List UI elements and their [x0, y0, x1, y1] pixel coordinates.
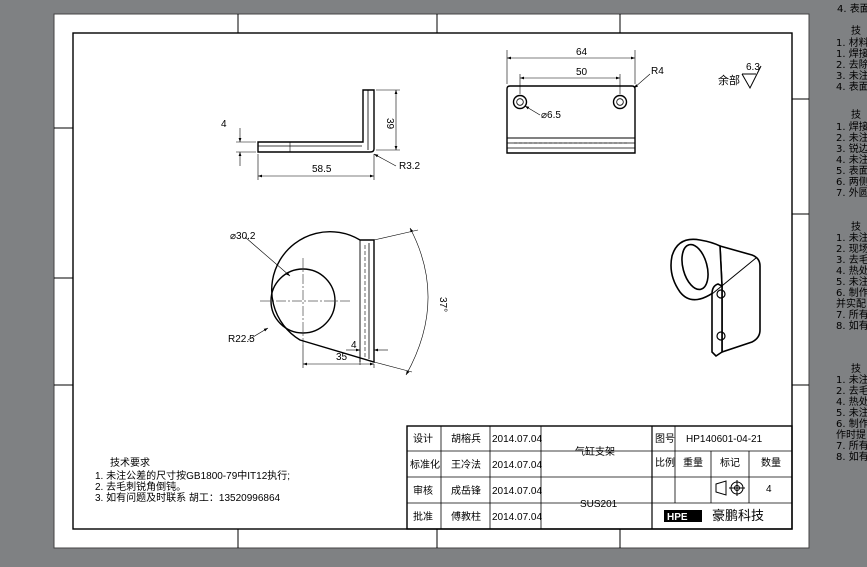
cut-g3-0: 技	[851, 220, 861, 233]
cut-g3-3: 3. 去毛	[836, 254, 867, 266]
cut-g2-3: 3. 锐边	[836, 142, 867, 155]
row-4-role: 批准	[413, 510, 433, 523]
cut-g4-5: 6. 制作	[836, 417, 867, 430]
company-logo: HPE	[664, 510, 702, 523]
dim-angle: 37°	[437, 297, 448, 312]
cut-g3-1: 1. 未注	[836, 231, 867, 244]
cut-g2-6: 6. 两侧	[836, 175, 867, 188]
dim-hole-diameter: ⌀6.5	[541, 110, 561, 121]
row-4-date: 2014.07.04	[492, 512, 542, 523]
dim-bend-radius: R3.2	[399, 161, 421, 172]
row-1-date: 2014.07.04	[492, 434, 542, 445]
cut-g3-8: 7. 所有	[836, 308, 867, 321]
row-3-role: 审核	[413, 484, 433, 497]
row-3-date: 2014.07.04	[492, 486, 542, 497]
quantity-value: 4	[766, 484, 772, 495]
cut-g4-7: 7. 所有	[836, 439, 867, 452]
material: SUS201	[580, 499, 618, 510]
dim-hole-spacing: 50	[576, 67, 588, 78]
cut-g4-6: 作时提	[836, 429, 866, 441]
title-block	[406, 425, 793, 530]
cut-g4-8: 8. 如有	[836, 450, 867, 463]
dim-flange-thickness: 4	[221, 119, 227, 130]
cut-g3-5: 5. 未注	[836, 275, 867, 288]
cut-g4-1: 1. 未注	[836, 373, 867, 386]
cut-g1-5: 4. 表面	[836, 80, 867, 93]
cut-g3-2: 2. 现场	[836, 242, 867, 255]
isometric-view	[670, 238, 761, 358]
cut-g4-4: 5. 未注	[836, 406, 867, 419]
cut-g1-1: 1. 材料	[836, 36, 867, 49]
row-2-date: 2014.07.04	[492, 460, 542, 471]
requirement-item-3: 3. 如有问题及时联系 胡工：13520996864	[95, 491, 281, 504]
cut-g2-4: 4. 未注	[836, 153, 867, 166]
roughness-symbol	[741, 65, 762, 90]
cut-g3-6: 6. 制作	[836, 286, 867, 299]
row-3-name: 成岳锋	[451, 484, 481, 497]
cut-g1-4: 3. 未注	[836, 69, 867, 82]
scale-label: 比例	[655, 456, 675, 469]
cut-g2-1: 1. 焊接	[836, 120, 867, 133]
dim-base-thickness: 4	[351, 340, 357, 351]
side-view	[236, 89, 400, 180]
requirements-title: 技术要求	[110, 456, 150, 469]
requirement-item-2: 2. 去毛刺锐角倒钝。	[95, 480, 186, 493]
requirement-item-1: 1. 未注公差的尺寸按GB1800-79中IT12执行;	[95, 469, 290, 482]
surface-finish-value: 6.3	[746, 62, 760, 73]
cut-g4-0: 技	[851, 362, 861, 375]
surface-finish-label: 余部	[718, 73, 740, 87]
cut-g3-9: 8. 如有	[836, 319, 867, 332]
weight-label: 重量	[683, 456, 703, 469]
cutoff-notes: 4. 表面 技 1. 材料 1. 焊接 2. 去除 3. 未注 4. 表面 技 …	[836, 2, 867, 463]
top-view	[506, 50, 651, 154]
cut-g4-2: 2. 去毛	[836, 385, 867, 397]
cut-g1-0: 技	[851, 24, 861, 37]
dim-offset: 35	[336, 352, 348, 363]
cut-g2-0: 技	[851, 108, 861, 121]
row-1-name: 胡榕兵	[451, 432, 481, 445]
cut-g3-4: 4. 热处	[836, 264, 867, 277]
part-name: 气缸支架	[575, 445, 615, 458]
quantity-label: 数量	[761, 456, 781, 469]
row-2-name: 王冷法	[451, 458, 481, 471]
front-view	[244, 227, 429, 376]
dim-outer-radius: R22.5	[228, 334, 255, 345]
cut-top-1: 4. 表面	[837, 2, 867, 15]
projection-symbol-icon	[715, 480, 745, 496]
row-1-role: 设计	[413, 432, 433, 445]
cut-g2-5: 5. 表面	[836, 164, 867, 177]
dim-corner-radius: R4	[651, 66, 664, 77]
company-name: 豪鹏科技	[712, 508, 764, 523]
cut-g2-7: 7. 外圆	[836, 187, 867, 199]
dim-overall-width: 64	[576, 47, 588, 58]
drawing-no-label: 图号	[655, 433, 675, 445]
row-4-name: 傅教柱	[451, 510, 481, 523]
dim-height: 39	[384, 118, 395, 130]
cut-g4-3: 4. 热处	[836, 395, 867, 408]
cut-g3-7: 并实配	[836, 297, 866, 310]
cut-g1-2: 1. 焊接	[836, 47, 867, 60]
dim-bore-diameter: ⌀30.2	[230, 231, 256, 242]
cut-g2-2: 2. 未注	[836, 131, 867, 144]
mark-label: 标记	[720, 457, 740, 469]
dim-length: 58.5	[312, 164, 332, 175]
company-logo-text: HPE	[667, 512, 688, 523]
zone-ticks	[54, 14, 809, 548]
row-2-role: 标准化	[410, 458, 440, 471]
cut-g1-3: 2. 去除	[836, 58, 867, 71]
drawing-no: HP140601-04-21	[686, 434, 763, 445]
